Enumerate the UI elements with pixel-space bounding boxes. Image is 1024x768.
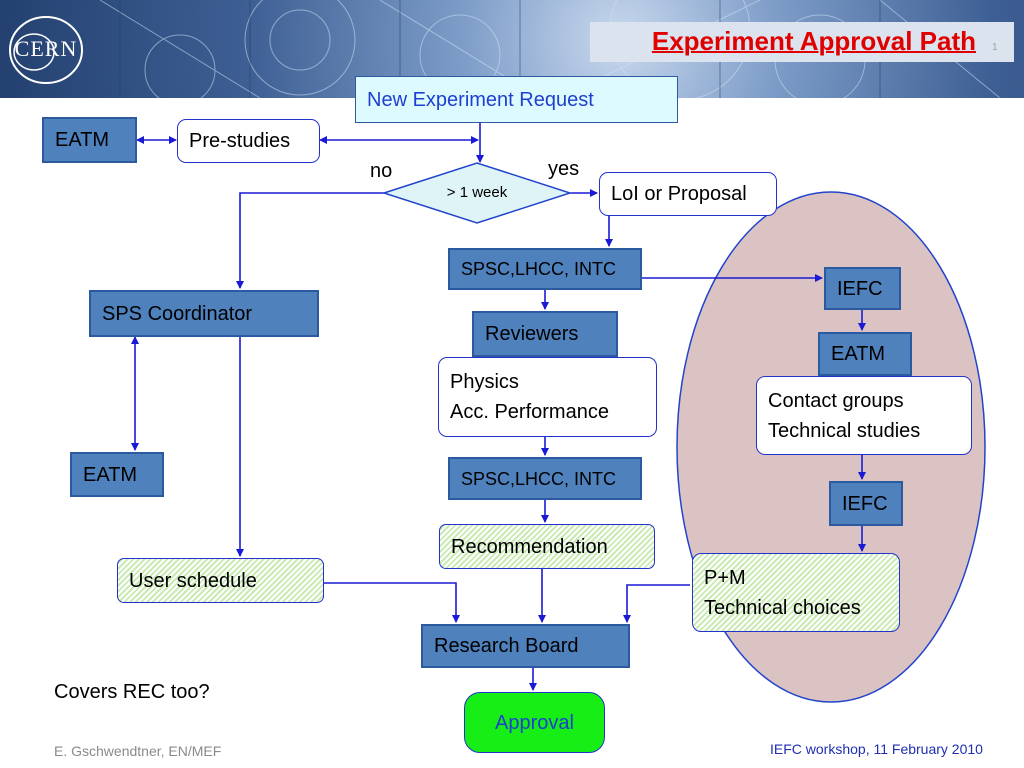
sps-coordinator-box: SPS Coordinator bbox=[89, 290, 319, 337]
new-experiment-request-box: New Experiment Request bbox=[355, 76, 678, 123]
physics-box: Physics Acc. Performance bbox=[438, 357, 657, 437]
eatm-left-text: EATM bbox=[83, 463, 138, 486]
eatm-top-text: EATM bbox=[55, 129, 110, 151]
spsc-text-1: SPSC,LHCC, INTC bbox=[461, 259, 617, 279]
branch-no-label: no bbox=[370, 160, 393, 182]
eatm-left-box: EATM bbox=[70, 452, 164, 497]
eatm-top-box: EATM bbox=[42, 117, 137, 163]
contact-groups-text: Contact groups bbox=[768, 389, 904, 412]
spsc-box-2: SPSC,LHCC, INTC bbox=[448, 457, 642, 500]
reviewers-box: Reviewers bbox=[472, 311, 618, 357]
spsc-box-1: SPSC,LHCC, INTC bbox=[448, 248, 642, 290]
title-plate bbox=[590, 22, 1014, 62]
iefc-box-1: IEFC bbox=[824, 267, 901, 310]
pre-studies-text: Pre-studies bbox=[189, 130, 291, 152]
spsc-text-2: SPSC,LHCC, INTC bbox=[461, 468, 617, 489]
technical-studies-text: Technical studies bbox=[768, 419, 921, 442]
footer-event: IEFC workshop, 11 February 2010 bbox=[770, 741, 983, 757]
user-schedule-box: User schedule bbox=[117, 558, 324, 603]
slide-title: Experiment Approval Path bbox=[651, 26, 976, 56]
contact-groups-box: Contact groups Technical studies bbox=[756, 376, 972, 455]
cern-logo: CERN bbox=[4, 8, 88, 92]
decision-label: > 1 week bbox=[446, 184, 508, 201]
iefc-box-2: IEFC bbox=[829, 481, 903, 526]
technical-choices-text: Technical choices bbox=[704, 596, 861, 619]
user-schedule-text: User schedule bbox=[129, 569, 257, 592]
arrow-no-coordinator bbox=[236, 192, 384, 289]
research-board-text: Research Board bbox=[434, 635, 579, 657]
sps-coordinator-text: SPS Coordinator bbox=[102, 302, 253, 325]
arrow-pm-board bbox=[623, 584, 690, 623]
reviewers-text: Reviewers bbox=[485, 323, 579, 345]
branch-yes-label: yes bbox=[548, 158, 580, 180]
arrow-schedule-board bbox=[324, 582, 460, 623]
research-board-box: Research Board bbox=[421, 624, 630, 668]
cern-logo-text: CERN bbox=[14, 36, 78, 61]
recommendation-text: Recommendation bbox=[451, 535, 608, 558]
loi-proposal-text: LoI or Proposal bbox=[611, 183, 747, 205]
pm-box: P+M Technical choices bbox=[692, 553, 900, 632]
covers-rec-note: Covers REC too? bbox=[54, 681, 210, 703]
loi-proposal-box: LoI or Proposal bbox=[599, 172, 777, 216]
footer-author: E. Gschwendtner, EN/MEF bbox=[54, 743, 222, 759]
pm-text: P+M bbox=[704, 566, 746, 589]
eatm-right-box: EATM bbox=[818, 332, 912, 376]
pre-studies-box: Pre-studies bbox=[177, 119, 320, 163]
approval-text: Approval bbox=[495, 711, 574, 734]
new-experiment-request-text: New Experiment Request bbox=[367, 88, 594, 111]
eatm-right-text: EATM bbox=[831, 343, 886, 365]
iefc-text-1: IEFC bbox=[837, 277, 883, 300]
acc-performance-text: Acc. Performance bbox=[450, 401, 609, 423]
decision-diamond bbox=[381, 162, 573, 224]
iefc-text-2: IEFC bbox=[842, 492, 888, 515]
physics-text: Physics bbox=[450, 371, 519, 393]
approval-box: Approval bbox=[464, 692, 605, 753]
recommendation-box: Recommendation bbox=[439, 524, 655, 569]
slide-number: 1 bbox=[992, 42, 998, 53]
